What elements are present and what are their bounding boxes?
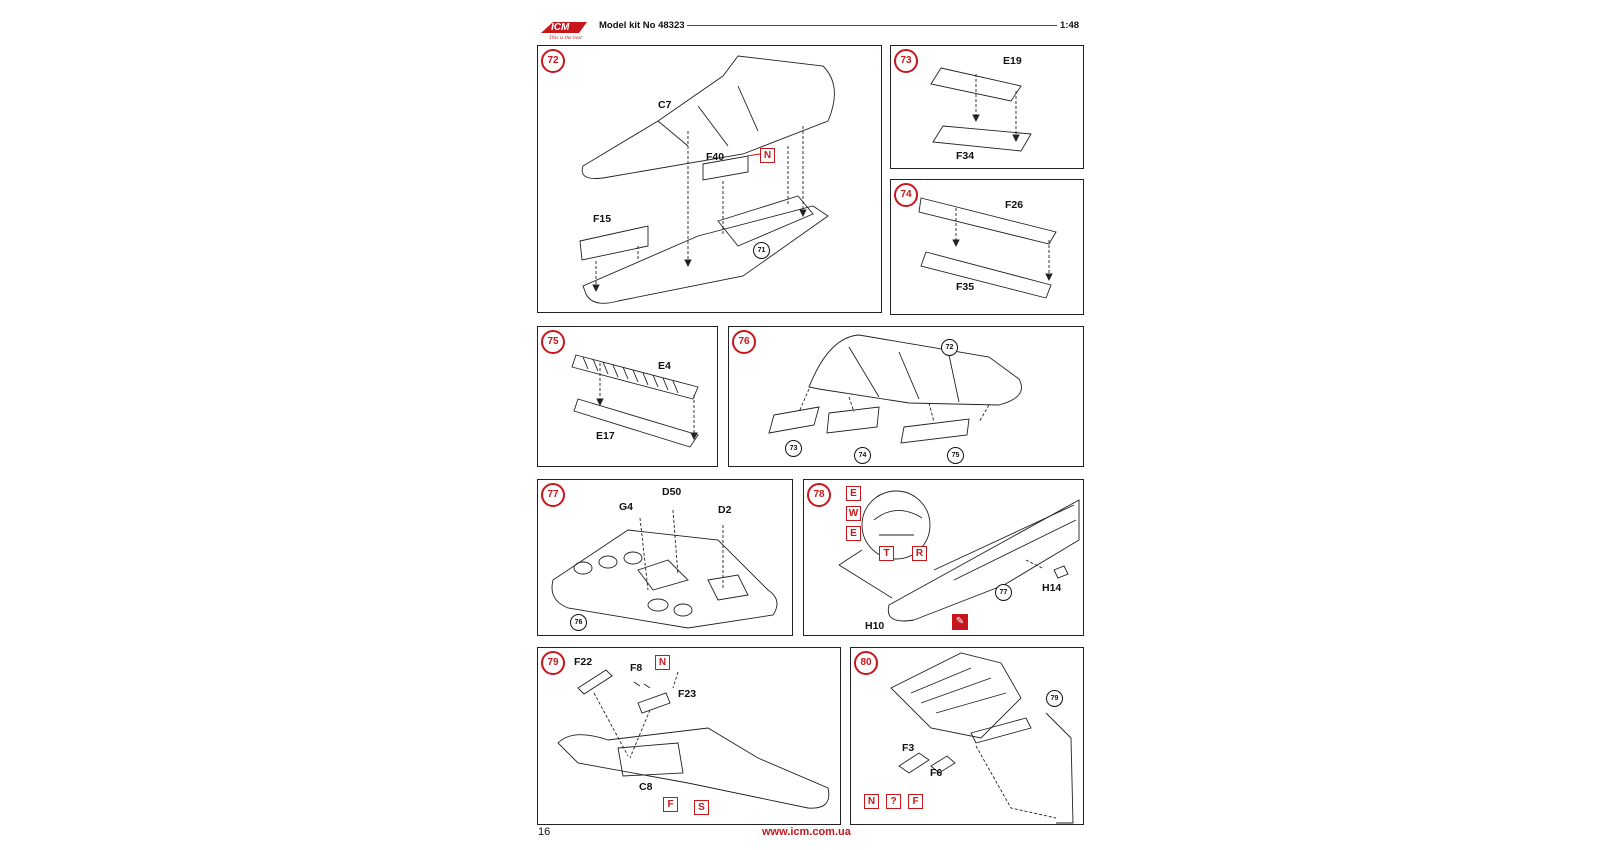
part-label-f6: F6: [930, 767, 943, 779]
step-72-number: 72: [541, 49, 565, 73]
paint-code-f: F: [908, 794, 923, 809]
header-rule: [687, 25, 1057, 26]
part-label-e4: E4: [658, 360, 671, 372]
step-reference-75: 75: [947, 447, 964, 464]
paint-code-unknown: ?: [886, 794, 901, 809]
part-label-e17: E17: [596, 430, 615, 442]
part-label-h10: H10: [865, 620, 885, 632]
fuselage-assembly-drawing: [557, 669, 830, 809]
flap-assembly-drawing: [930, 67, 1032, 152]
step-73-number: 73: [894, 49, 918, 73]
part-label-c8: C8: [639, 781, 653, 793]
brand-name: ICM: [551, 22, 570, 33]
step-74-panel: 74 F26 F35: [890, 179, 1084, 315]
kit-number: Model kit No 48323: [599, 20, 685, 31]
part-label-f34: F34: [956, 150, 975, 162]
step-74-number: 74: [894, 183, 918, 207]
step-reference-79: 79: [1046, 690, 1063, 707]
page-number: 16: [538, 826, 551, 838]
part-label-f8: F8: [630, 662, 643, 674]
paint-code-e: E: [846, 486, 861, 501]
footer-url-link[interactable]: www.icm.com.ua: [762, 826, 851, 838]
step-79-number: 79: [541, 651, 565, 675]
wing-flaps-drawing: [768, 334, 1022, 444]
step-77-number: 77: [541, 483, 565, 507]
part-label-d2: D2: [718, 504, 732, 516]
brand-tagline: This is the best: [549, 35, 582, 41]
paint-code-e: E: [846, 526, 861, 541]
paint-code-r: R: [912, 546, 927, 561]
step-73-panel: 73 E19 F34: [890, 45, 1084, 169]
logo-emblem-icon: [541, 22, 587, 33]
part-label-f3: F3: [902, 742, 915, 754]
step-78-number: 78: [807, 483, 831, 507]
paint-code-w: W: [846, 506, 861, 521]
brand-logo: ICM This is the best: [537, 19, 593, 43]
step-75-panel: 75 E4 E17: [537, 326, 718, 467]
flap-assembly-drawing: [918, 197, 1057, 299]
part-label-e19: E19: [1003, 55, 1022, 67]
paint-code-n: N: [760, 148, 775, 163]
part-label-c7: C7: [658, 99, 672, 111]
part-label-g4: G4: [619, 501, 634, 513]
gear-bay-drawing: [551, 509, 778, 629]
step-reference-73: 73: [785, 440, 802, 457]
step-77-panel: 77 D50 G4 D2 76: [537, 479, 793, 636]
part-label-h14: H14: [1042, 582, 1062, 594]
step-75-number: 75: [541, 330, 565, 354]
part-label-f22: F22: [574, 656, 593, 668]
paint-code-f: F: [663, 797, 678, 812]
flap-assembly-drawing: [571, 354, 699, 448]
part-label-f23: F23: [678, 688, 697, 700]
step-80-panel: 80 79 F3 F6 N ? F: [850, 647, 1084, 825]
step-reference-71: 71: [753, 242, 770, 259]
gear-door-assembly-drawing: [890, 652, 1074, 824]
step-reference-74: 74: [854, 447, 871, 464]
step-reference-72: 72: [941, 339, 958, 356]
wing-assembly-drawing: [579, 55, 835, 304]
step-76-panel: 76 72 73 74 75: [728, 326, 1084, 467]
part-label-d50: D50: [662, 486, 682, 498]
part-label-f15: F15: [593, 213, 612, 225]
step-79-panel: 79 F22 F8 F23 C8 N F S: [537, 647, 841, 825]
paint-code-n: N: [655, 655, 670, 670]
step-reference-77: 77: [995, 584, 1012, 601]
step-reference-76: 76: [570, 614, 587, 631]
part-label-f40: F40: [706, 151, 725, 163]
step-76-number: 76: [732, 330, 756, 354]
part-label-f35: F35: [956, 281, 975, 293]
step-72-panel: 72 C7 F40 F15 N 71: [537, 45, 882, 313]
kit-scale: 1:48: [1060, 20, 1080, 31]
brush-icon: ✎: [952, 614, 968, 630]
wing-detail-drawing: [838, 490, 1080, 622]
paint-code-s: S: [694, 800, 709, 815]
step-80-number: 80: [854, 651, 878, 675]
step-78-panel: 78 E W E T R 77 H14 H10 ✎: [803, 479, 1084, 636]
paint-code-t: T: [879, 546, 894, 561]
part-label-f26: F26: [1005, 199, 1024, 211]
paint-code-n: N: [864, 794, 879, 809]
